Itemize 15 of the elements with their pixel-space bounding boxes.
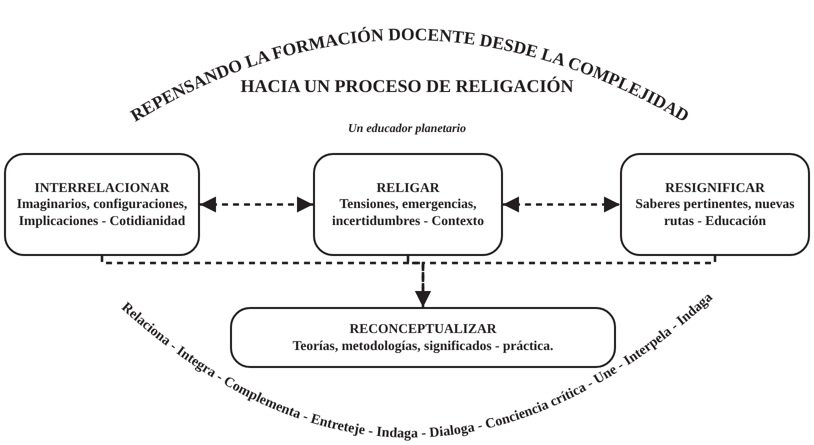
arrow	[503, 196, 620, 212]
box-heading: RECONCEPTUALIZAR	[349, 321, 497, 338]
subtitle: Un educador planetario	[346, 121, 467, 136]
process-box	[4, 153, 200, 256]
arrow	[415, 256, 716, 307]
box-text: Tensiones, emergencias, incertidumbres - Contexto	[331, 196, 485, 229]
process-box	[620, 153, 810, 256]
box-text: Saberes pertinentes, nuevas rutas - Educación	[634, 196, 796, 229]
box-text: Teorías, metodologías, significados - práctica.	[292, 338, 554, 354]
box-text: Imaginarios, configuraciones, Implicaciones - Cotidianidad	[16, 196, 188, 229]
arrow	[200, 196, 313, 212]
box-heading: RELIGAR	[376, 180, 440, 196]
box-heading: INTERRELACIONAR	[34, 180, 170, 196]
process-box	[313, 153, 503, 256]
box-heading: RESIGNIFICAR	[665, 180, 765, 196]
